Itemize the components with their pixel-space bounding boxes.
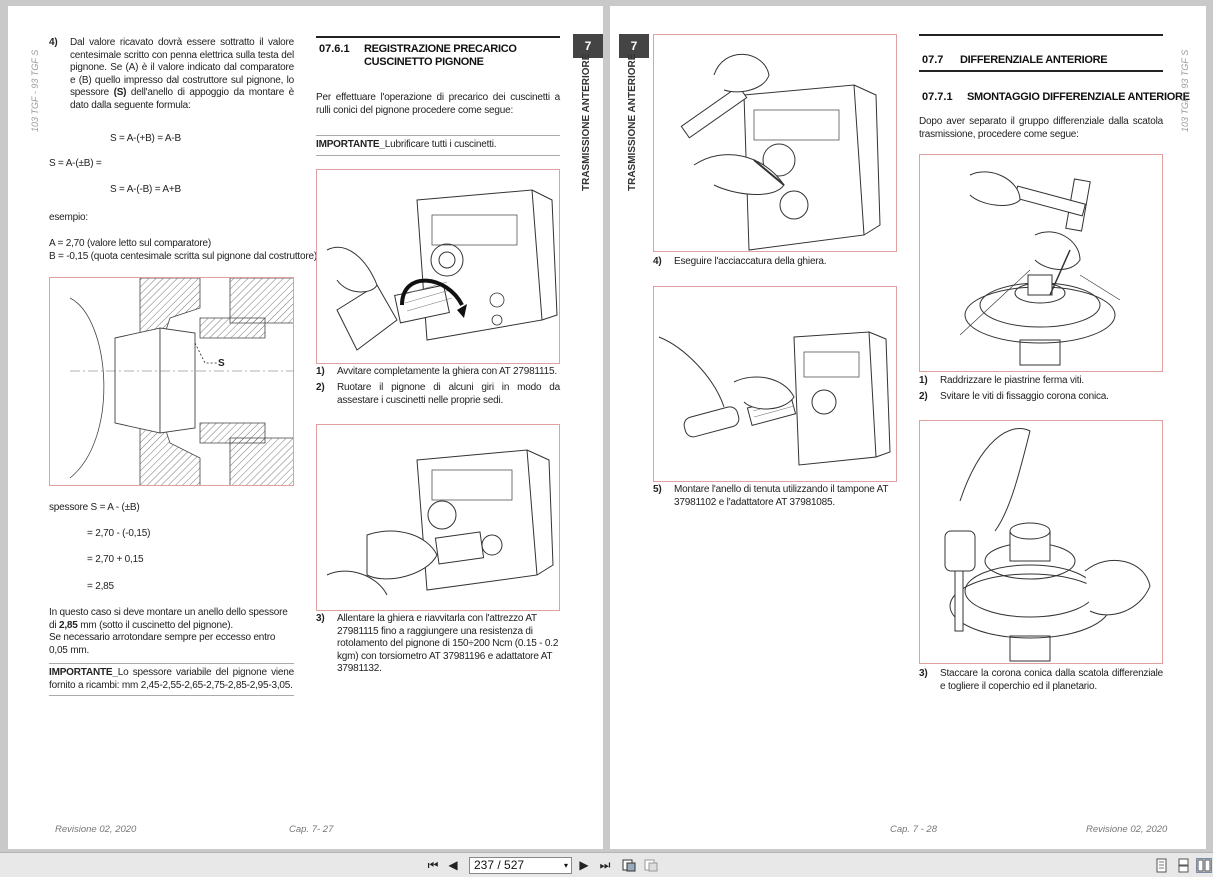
fit-width-icon[interactable] bbox=[643, 858, 659, 873]
case-paragraph: In questo caso si deve montare un anello… bbox=[49, 607, 288, 656]
footer-page-ref: Cap. 7 - 28 bbox=[890, 824, 937, 835]
viewer-toolbar: ⏮ ◀ 237 / 527 ▾ ▶ ⏭ bbox=[0, 852, 1213, 877]
calc-4: = 2,85 bbox=[87, 581, 114, 592]
ring-nut-drawing bbox=[326, 189, 558, 351]
ring-nut-tightening-figure bbox=[316, 169, 560, 364]
seal-drawing bbox=[658, 331, 891, 466]
subsection-title: SMONTAGGIO DIFFERENZIALE ANTERIORE bbox=[967, 91, 1190, 103]
section-rule-bottom bbox=[919, 70, 1163, 72]
next-page-icon[interactable]: ▶ bbox=[579, 858, 589, 872]
document-viewer[interactable]: 103 TGF - 93 TGF S 4) Dal valore ricavat… bbox=[0, 0, 1213, 852]
calc-1: spessore S = A - (±B) bbox=[49, 502, 140, 513]
prev-page-icon[interactable]: ◀ bbox=[448, 858, 458, 872]
section-intro: Per effettuare l'operazione di precarico… bbox=[316, 92, 560, 116]
formula-2: S = A-(±B) = bbox=[49, 158, 102, 169]
continuous-page-icon[interactable] bbox=[1175, 858, 1191, 873]
ring-nut-staking-figure bbox=[653, 34, 897, 252]
fit-page-icon[interactable] bbox=[621, 858, 637, 873]
page-28: 7 TRASMISSIONE ANTERIORE 4) Eseguire l'a… bbox=[610, 6, 1206, 849]
step-number: 4) bbox=[49, 37, 58, 48]
differential-drawing bbox=[959, 171, 1121, 366]
formula-3: S = A-(-B) = A+B bbox=[110, 184, 181, 195]
chapter-side-label: TRASMISSIONE ANTERIORE bbox=[627, 53, 638, 191]
footer-revision: Revisione 02, 2020 bbox=[1086, 824, 1168, 835]
chevron-down-icon[interactable]: ▾ bbox=[563, 861, 568, 870]
step-text: Dal valore ricavato dovrà essere sottrat… bbox=[70, 37, 294, 111]
skip-first-icon[interactable]: ⏮ bbox=[427, 858, 439, 872]
staking-drawing bbox=[680, 53, 881, 251]
section-number: 07.7 bbox=[922, 54, 944, 66]
important-note-1: IMPORTANTE_Lubrificare tutti i cuscinett… bbox=[316, 135, 560, 156]
chapter-tab: 7 bbox=[619, 34, 649, 58]
side-model-code: 103 TGF - 93 TGF S bbox=[30, 49, 40, 132]
example-a: A = 2,70 (valore letto sul comparatore) bbox=[49, 238, 212, 249]
skip-last-icon[interactable]: ⏭ bbox=[599, 858, 611, 872]
section-title: DIFFERENZIALE ANTERIORE bbox=[960, 54, 1108, 66]
chapter-side-label: TRASMISSIONE ANTERIORE bbox=[581, 53, 592, 191]
formula-1: S = A-(+B) = A-B bbox=[110, 133, 181, 144]
differential-figure bbox=[919, 154, 1163, 372]
important-note-2: IMPORTANTE_Lo spessore variabile del pig… bbox=[49, 663, 294, 696]
chapter-tab: 7 bbox=[573, 34, 603, 58]
section-rule-top bbox=[919, 34, 1163, 36]
torque-wrench-figure bbox=[316, 424, 560, 611]
label-s: S bbox=[218, 358, 225, 369]
section-title: REGISTRAZIONE PRECARICO CUSCINETTO PIGNO… bbox=[364, 43, 517, 68]
crown-removal-drawing bbox=[944, 428, 1151, 662]
single-page-icon[interactable] bbox=[1153, 858, 1169, 873]
two-page-icon[interactable] bbox=[1196, 858, 1212, 873]
subsection-intro: Dopo aver separato il gruppo differenzia… bbox=[919, 116, 1163, 140]
page-number-input[interactable]: 237 / 527 ▾ bbox=[469, 857, 572, 874]
pinion-section-figure: S bbox=[49, 277, 294, 486]
seal-mounting-figure bbox=[653, 286, 897, 482]
footer-revision: Revisione 02, 2020 bbox=[55, 824, 137, 835]
section-number: 07.6.1 bbox=[319, 43, 350, 55]
example-b: B = -0,15 (quota centesimale scritta sul… bbox=[49, 251, 317, 262]
page-27: 103 TGF - 93 TGF S 4) Dal valore ricavat… bbox=[8, 6, 603, 849]
crown-removal-figure bbox=[919, 420, 1163, 664]
side-model-code: 103 TGF - 93 TGF S bbox=[1180, 49, 1190, 132]
calc-2: = 2,70 - (-0,15) bbox=[87, 528, 151, 539]
example-label: esempio: bbox=[49, 212, 88, 223]
section-rule bbox=[316, 36, 560, 38]
footer-page-ref: Cap. 7- 27 bbox=[289, 824, 334, 835]
torque-wrench-drawing bbox=[326, 449, 554, 596]
subsection-number: 07.7.1 bbox=[922, 91, 953, 103]
calc-3: = 2,70 + 0,15 bbox=[87, 554, 144, 565]
pinion-section-drawing: S bbox=[69, 278, 293, 485]
